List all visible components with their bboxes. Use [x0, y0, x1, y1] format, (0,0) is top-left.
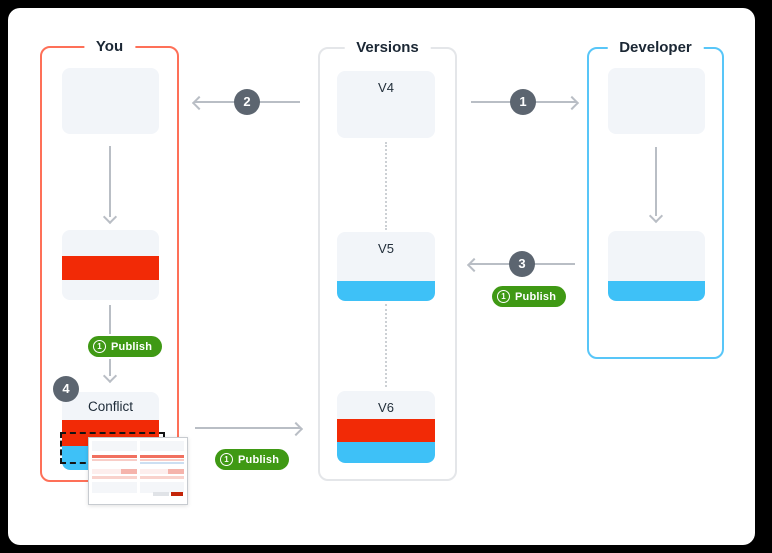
- diff-blue-line: [139, 462, 184, 464]
- developer-document-card: [608, 68, 705, 134]
- version-label: V6: [378, 400, 394, 415]
- publish-count-icon: 1: [93, 340, 106, 353]
- version-card-v4: V4: [337, 71, 435, 138]
- red-change-stripe: [62, 256, 159, 280]
- diff-left-pane: [92, 441, 137, 493]
- dotted-connector: [385, 304, 387, 387]
- arrow-down-icon: [649, 147, 663, 223]
- you-edited-document-card: [62, 230, 159, 300]
- diff-red-line: [92, 455, 137, 458]
- diff-cancel-button: [153, 492, 169, 496]
- blue-change-stripe: [337, 442, 435, 463]
- you-document-card: [62, 68, 159, 134]
- red-change-stripe: [337, 419, 435, 442]
- merge-diff-popup: [88, 437, 188, 505]
- publish-badge: 1 Publish: [492, 286, 567, 307]
- diff-header-band: [139, 441, 184, 451]
- diff-confirm-button: [171, 492, 183, 496]
- diff-footer-band: [139, 482, 184, 493]
- arrow-line: [195, 427, 301, 429]
- arrow-you-to-version: [193, 420, 303, 436]
- blue-change-stripe: [337, 281, 435, 301]
- diff-header-band: [92, 441, 137, 451]
- arrow-line: [655, 147, 657, 216]
- diff-pink-line: [92, 459, 137, 461]
- publish-count-icon: 1: [220, 453, 233, 466]
- publish-label: Publish: [515, 290, 557, 303]
- versions-panel-title: Versions: [344, 38, 431, 58]
- publish-label: Publish: [238, 453, 280, 466]
- step-badge-3: 3: [509, 251, 535, 277]
- diff-red-line: [139, 455, 184, 458]
- version-card-v6: V6: [337, 391, 435, 463]
- diff-buttons: [153, 483, 183, 501]
- arrow-down-icon: [103, 146, 117, 224]
- publish-count-icon: 1: [497, 290, 510, 303]
- diff-pink-line: [92, 476, 137, 479]
- developer-edited-document-card: [608, 231, 705, 301]
- version-label: V5: [378, 241, 394, 256]
- blue-change-stripe: [608, 281, 705, 301]
- diff-pink-segment: [120, 469, 137, 474]
- diff-footer-band: [92, 482, 137, 493]
- diff-spacer: [92, 461, 137, 469]
- diff-pink-band: [92, 469, 137, 474]
- version-card-v5: V5: [337, 232, 435, 301]
- diff-pink-segment: [168, 469, 184, 474]
- publish-badge: 1 Publish: [215, 449, 290, 470]
- publish-badge: 1 Publish: [88, 336, 163, 357]
- arrow-line: [109, 146, 111, 217]
- developer-panel: Developer: [587, 38, 724, 359]
- conflict-label: Conflict: [87, 399, 133, 414]
- diff-pink-band: [139, 469, 184, 474]
- versions-panel: Versions: [318, 38, 457, 481]
- step-badge-2: 2: [234, 89, 260, 115]
- you-panel-title: You: [83, 37, 136, 57]
- version-label: V4: [378, 80, 394, 95]
- diff-right-pane: [139, 441, 184, 493]
- step-badge-4: 4: [53, 376, 79, 402]
- developer-panel-title: Developer: [607, 38, 704, 58]
- diff-pink-line: [139, 459, 184, 461]
- diff-columns: [92, 441, 184, 493]
- dotted-connector: [385, 142, 387, 230]
- publish-label: Publish: [111, 340, 153, 353]
- diff-pink-line: [139, 476, 184, 479]
- step-badge-1: 1: [510, 89, 536, 115]
